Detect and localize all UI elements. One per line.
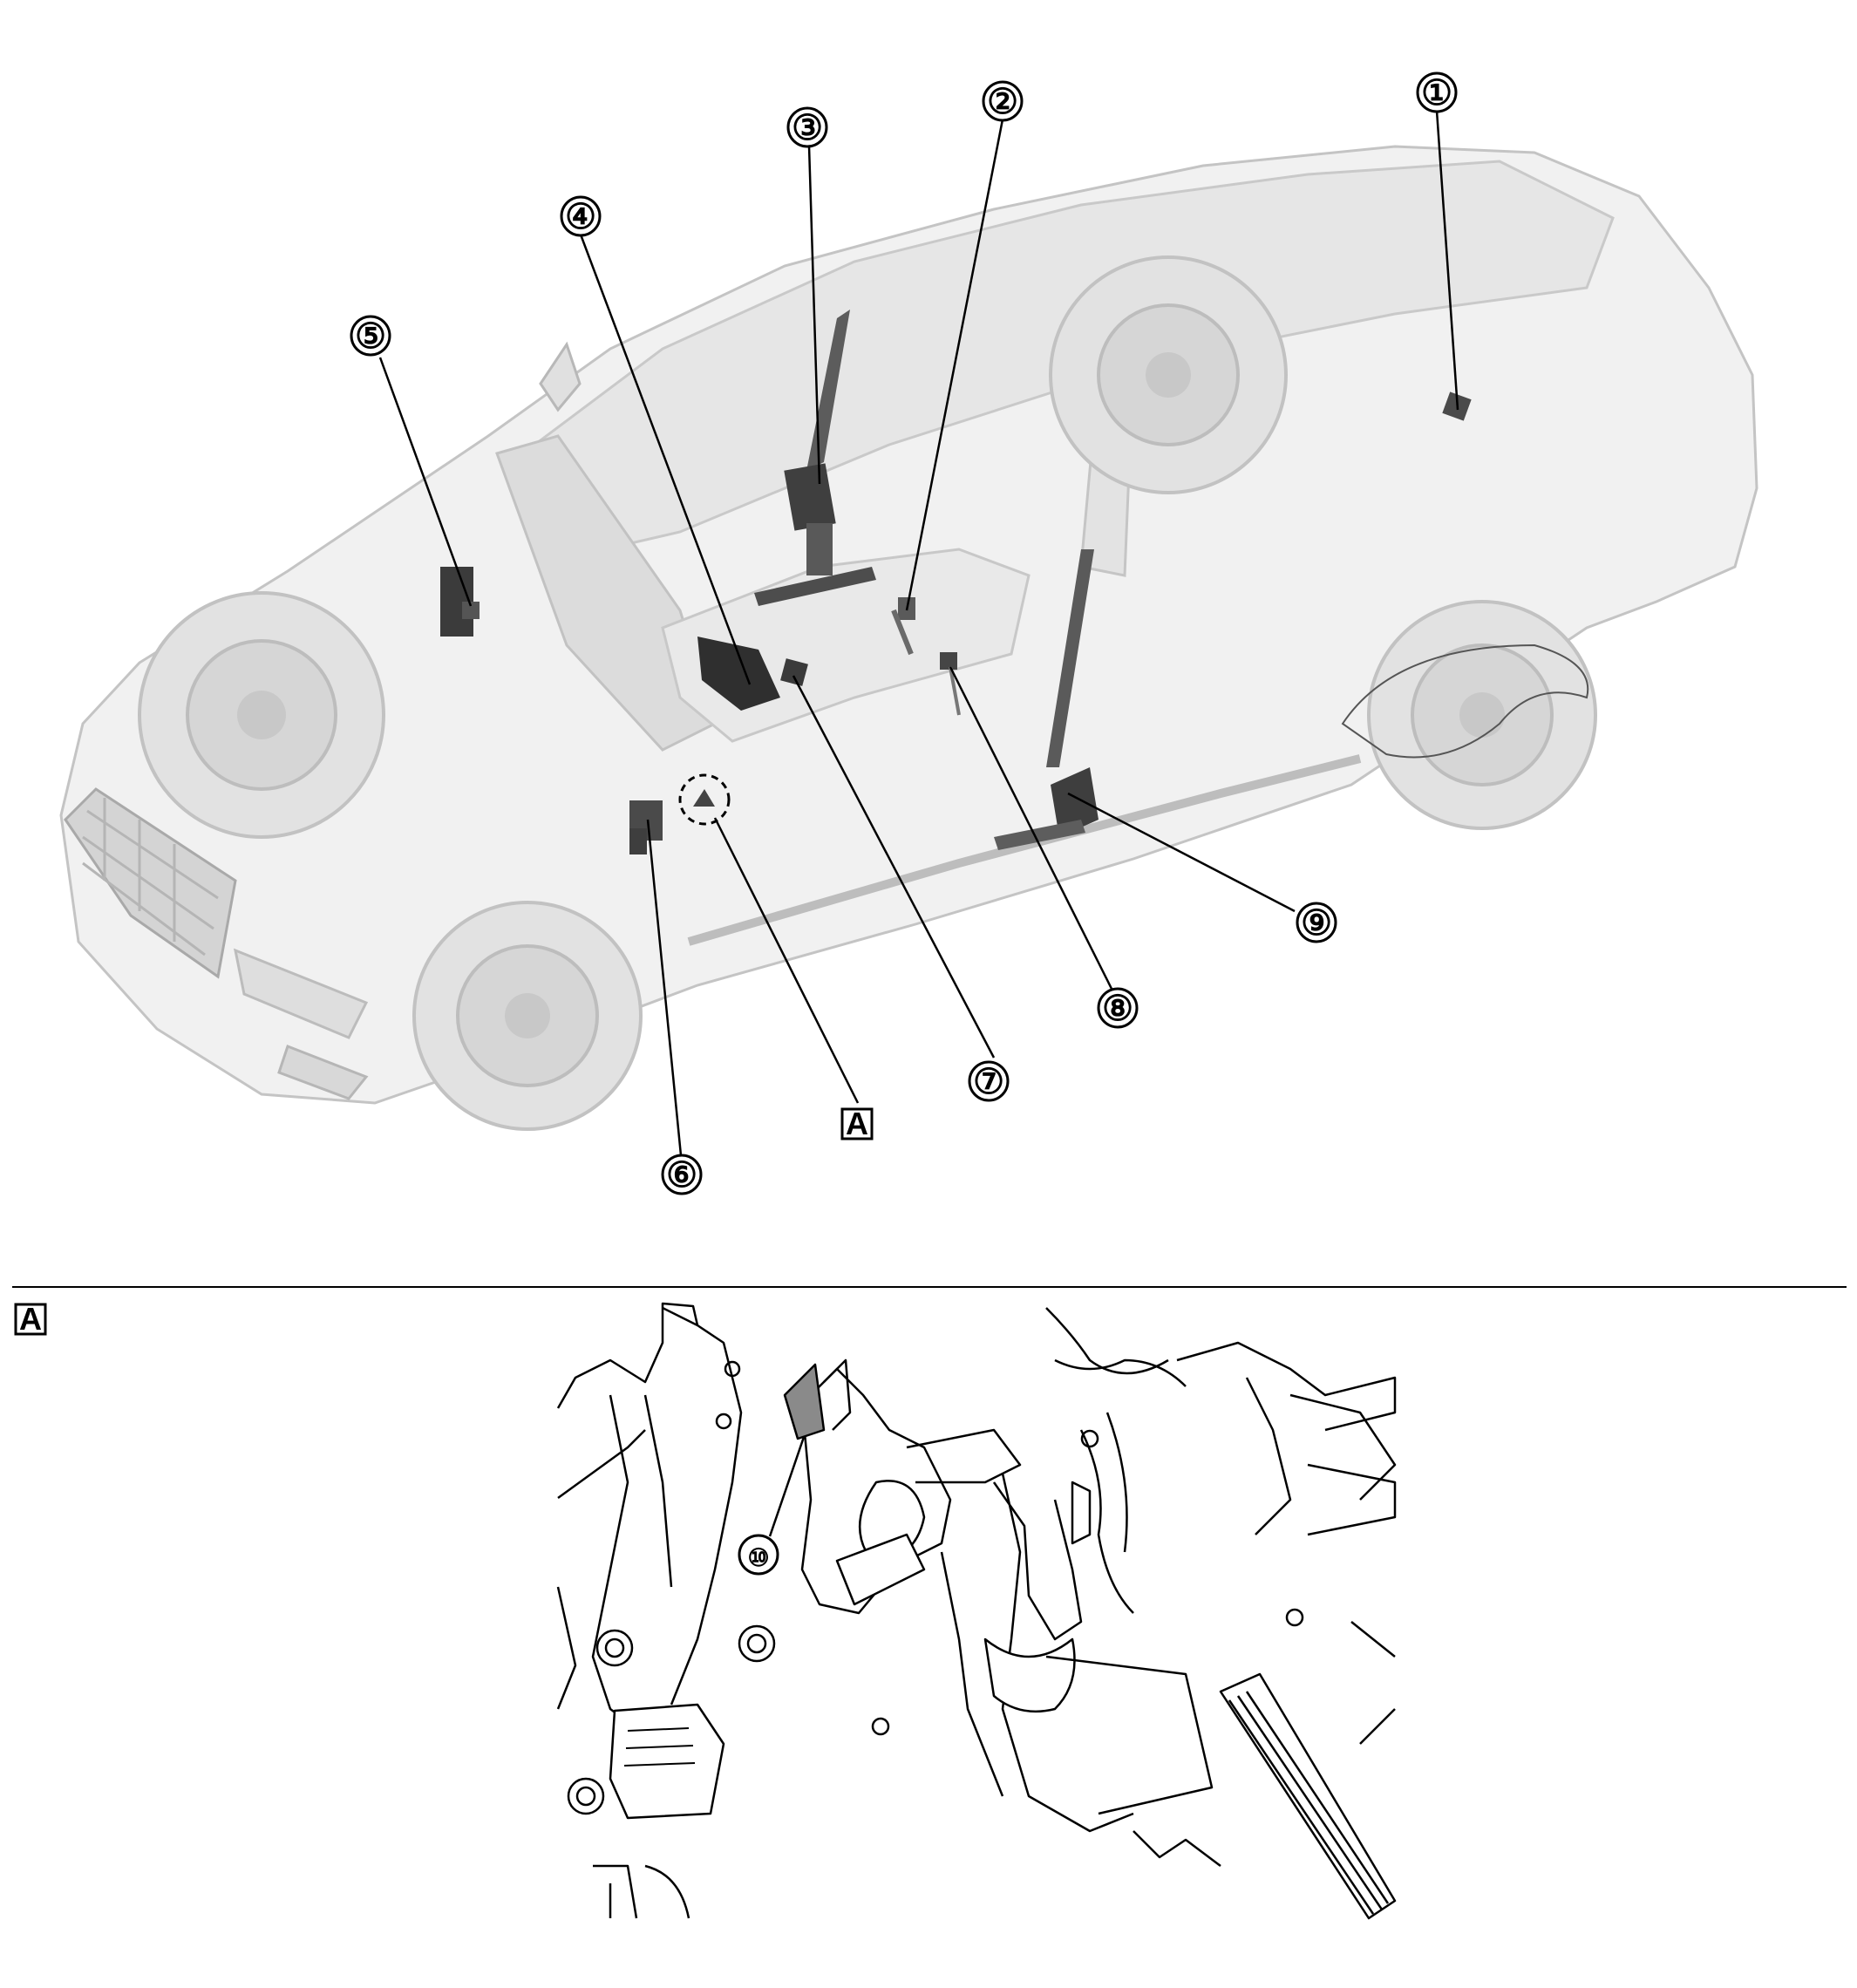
- fog-lamp: [277, 1045, 369, 1100]
- detail-a-reference-label: A: [840, 1106, 874, 1141]
- svg-text:⑨: ⑨: [1301, 904, 1332, 943]
- side-sill: [687, 754, 1362, 946]
- svg-text:③: ③: [792, 109, 823, 147]
- detail-a-box-label: A: [14, 1301, 47, 1337]
- rear-left-wheel: [1049, 255, 1288, 494]
- headlamp: [233, 948, 369, 1039]
- svg-text:⑤: ⑤: [355, 317, 386, 356]
- front-left-wheel: [138, 591, 385, 839]
- door-mirror: [539, 341, 582, 412]
- component-6-crash-zone-sensor: [629, 800, 663, 854]
- front-right-wheel: [412, 901, 643, 1131]
- svg-text:④: ④: [565, 198, 596, 236]
- svg-text:⑦: ⑦: [973, 1063, 1004, 1101]
- callout-2: ②: [982, 80, 1024, 122]
- callout-8: ⑧: [1097, 987, 1139, 1029]
- rear-right-wheel: [1341, 600, 1597, 830]
- svg-text:②: ②: [987, 83, 1018, 121]
- callout-3: ③: [786, 106, 828, 148]
- component-4-passenger-airbag: [697, 637, 780, 711]
- vehicle-phantom-view: [59, 145, 1758, 1131]
- callout-9: ⑨: [1296, 902, 1337, 943]
- callout-10: ⑩: [738, 1534, 779, 1576]
- leader-lines: [378, 110, 1459, 1156]
- callout-1: ①: [1416, 71, 1458, 113]
- callout-7: ⑦: [968, 1060, 1010, 1102]
- svg-text:A: A: [19, 1301, 42, 1337]
- front-grille-mesh: [82, 798, 219, 957]
- callout-6: ⑥: [661, 1154, 703, 1195]
- callout-5: ⑤: [350, 315, 391, 357]
- detail-leader-line: [768, 1436, 806, 1537]
- callout-4: ④: [560, 195, 602, 237]
- svg-text:⑥: ⑥: [666, 1156, 697, 1195]
- component-9-seat-belt-pretensioner-front: [994, 549, 1099, 850]
- component-8-side-sensor: [940, 652, 961, 716]
- detail-a-pedal-area-drawing: [556, 1302, 1397, 1920]
- component-5-front-crash-sensor: [440, 567, 480, 637]
- svg-text:A: A: [846, 1106, 868, 1141]
- brake-switch-highlight: [783, 1363, 826, 1440]
- svg-text:①: ①: [1421, 74, 1452, 112]
- detail-a-marker: [678, 773, 731, 826]
- component-7-control-unit: [780, 658, 808, 686]
- svg-text:⑧: ⑧: [1102, 990, 1133, 1028]
- svg-text:⑩: ⑩: [747, 1544, 769, 1571]
